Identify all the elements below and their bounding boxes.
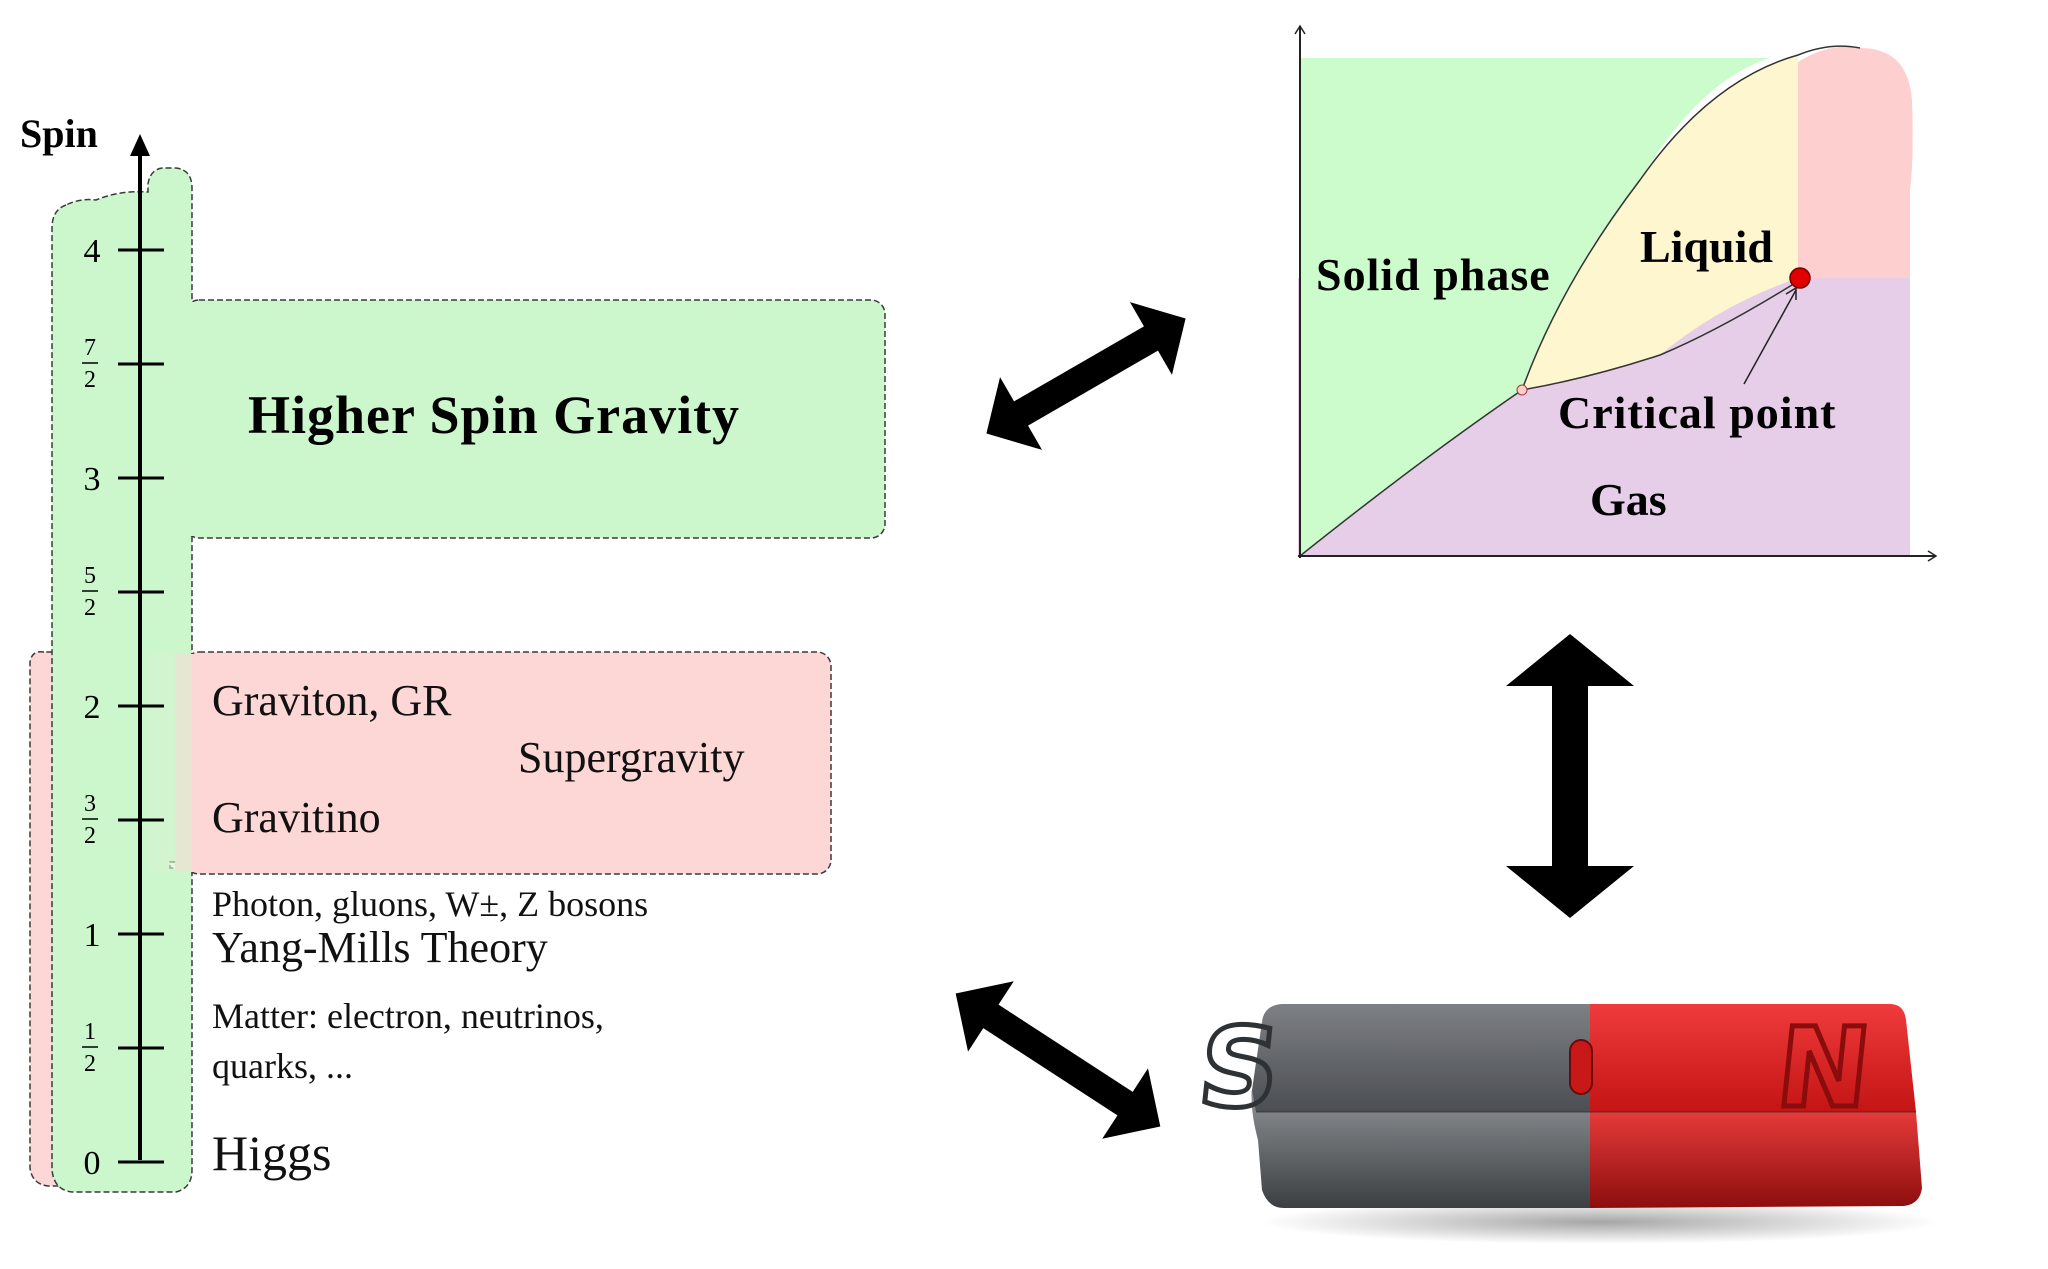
liquid-gas-curve [1521,279,1801,391]
tick-label-3-2: 3 2 [82,791,98,849]
critical-point-label: Critical point [1558,387,1836,438]
liquid-region [1522,55,1798,390]
graviton-label: Graviton, GR [212,676,452,725]
spin-axis-arrowhead [130,134,150,156]
yang-mills-label: Yang-Mills Theory [212,923,548,972]
tick-label-7-2: 7 2 [82,335,98,393]
magnet-south-side [1251,1090,1590,1208]
bar-magnet: S N [1190,1003,1940,1244]
tick-label-1: 1 [84,917,101,954]
tick-label-1-2: 1 2 [82,1019,98,1077]
tick-label-3: 3 [84,461,101,498]
spin-ticks [118,248,164,1164]
arrow-spin-to-magnet [955,981,1161,1139]
tick-label-0: 0 [84,1145,101,1182]
arrow-phase-to-magnet [1506,634,1634,918]
gas-label: Gas [1590,474,1667,525]
solid-boundary-curve [1299,45,1861,557]
magnet-north-side [1590,1112,1922,1208]
triple-point [1516,384,1528,396]
svg-text:7: 7 [84,335,96,361]
svg-text:2: 2 [84,823,96,849]
solid-phase-label: Solid phase [1316,249,1551,300]
arrows [955,302,1634,1139]
higher-spin-vertical-bar [51,167,193,1193]
spin1-particles-label: Photon, gluons, W±, Z bosons [212,884,648,924]
supergravity-label: Supergravity [518,733,745,782]
svg-text:2: 2 [84,1051,96,1077]
svg-text:1: 1 [84,1019,96,1045]
tick-label-4: 4 [84,233,101,270]
spin-axis-label: Spin [20,111,98,156]
higher-spin-gravity-title: Higher Spin Gravity [248,385,740,445]
solid-region [1300,58,1770,556]
magnet-north-top [1590,1004,1916,1112]
matter-label-line2: quarks, ... [212,1046,353,1086]
magnet-south-letter: S [1193,1005,1286,1133]
critical-point [1789,267,1811,289]
phase-diagram: Solid phase Liquid Critical point Gas [1294,24,1938,562]
supercritical-region [1798,46,1913,278]
gravitino-label: Gravitino [212,793,381,842]
magnet-center-pin [1569,1039,1593,1095]
matter-label-line1: Matter: electron, neutrinos, [212,996,604,1036]
svg-text:2: 2 [84,367,96,393]
supergravity-box [184,651,832,875]
higgs-label: Higgs [212,1125,331,1181]
svg-text:2: 2 [84,595,96,621]
critical-point-pointer [1743,289,1797,385]
arrow-spin-to-phase [986,302,1186,450]
magnet-north-letter: N [1771,1005,1876,1133]
spin-ladder: Spin 4 7 2 3 5 2 [20,111,886,1193]
svg-text:5: 5 [84,563,96,589]
tick-label-5-2: 5 2 [82,563,98,621]
liquid-label: Liquid [1640,221,1773,272]
magnet-south-top [1251,1004,1590,1112]
tick-label-2: 2 [84,689,101,726]
svg-text:3: 3 [84,791,96,817]
